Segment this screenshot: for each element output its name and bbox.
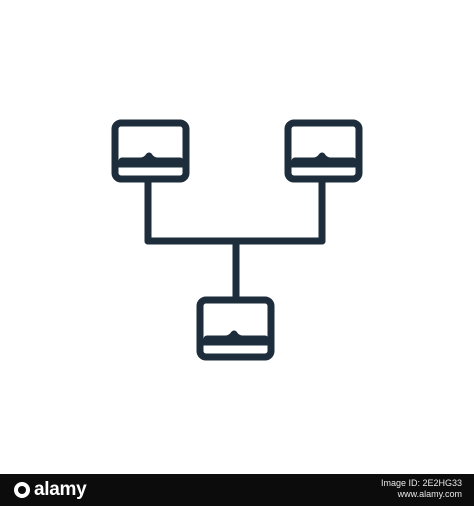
icon-canvas xyxy=(111,119,363,361)
stock-footer-bar: alamy Image ID: 2E2HG33 www.alamy.com xyxy=(0,474,474,506)
image-id: Image ID: 2E2HG33 xyxy=(380,478,462,488)
network-servers-icon xyxy=(111,119,363,361)
alamy-logo: alamy xyxy=(14,478,87,502)
image-meta: Image ID: 2E2HG33 www.alamy.com xyxy=(381,478,462,500)
server-bottom-icon xyxy=(196,296,275,361)
site-url: www.alamy.com xyxy=(397,489,462,499)
server-left-icon xyxy=(111,119,190,183)
brand-name: alamy xyxy=(34,479,87,500)
server-right-icon xyxy=(284,119,363,183)
connector-lines xyxy=(144,176,326,303)
alamy-logo-mark-icon xyxy=(14,482,30,498)
